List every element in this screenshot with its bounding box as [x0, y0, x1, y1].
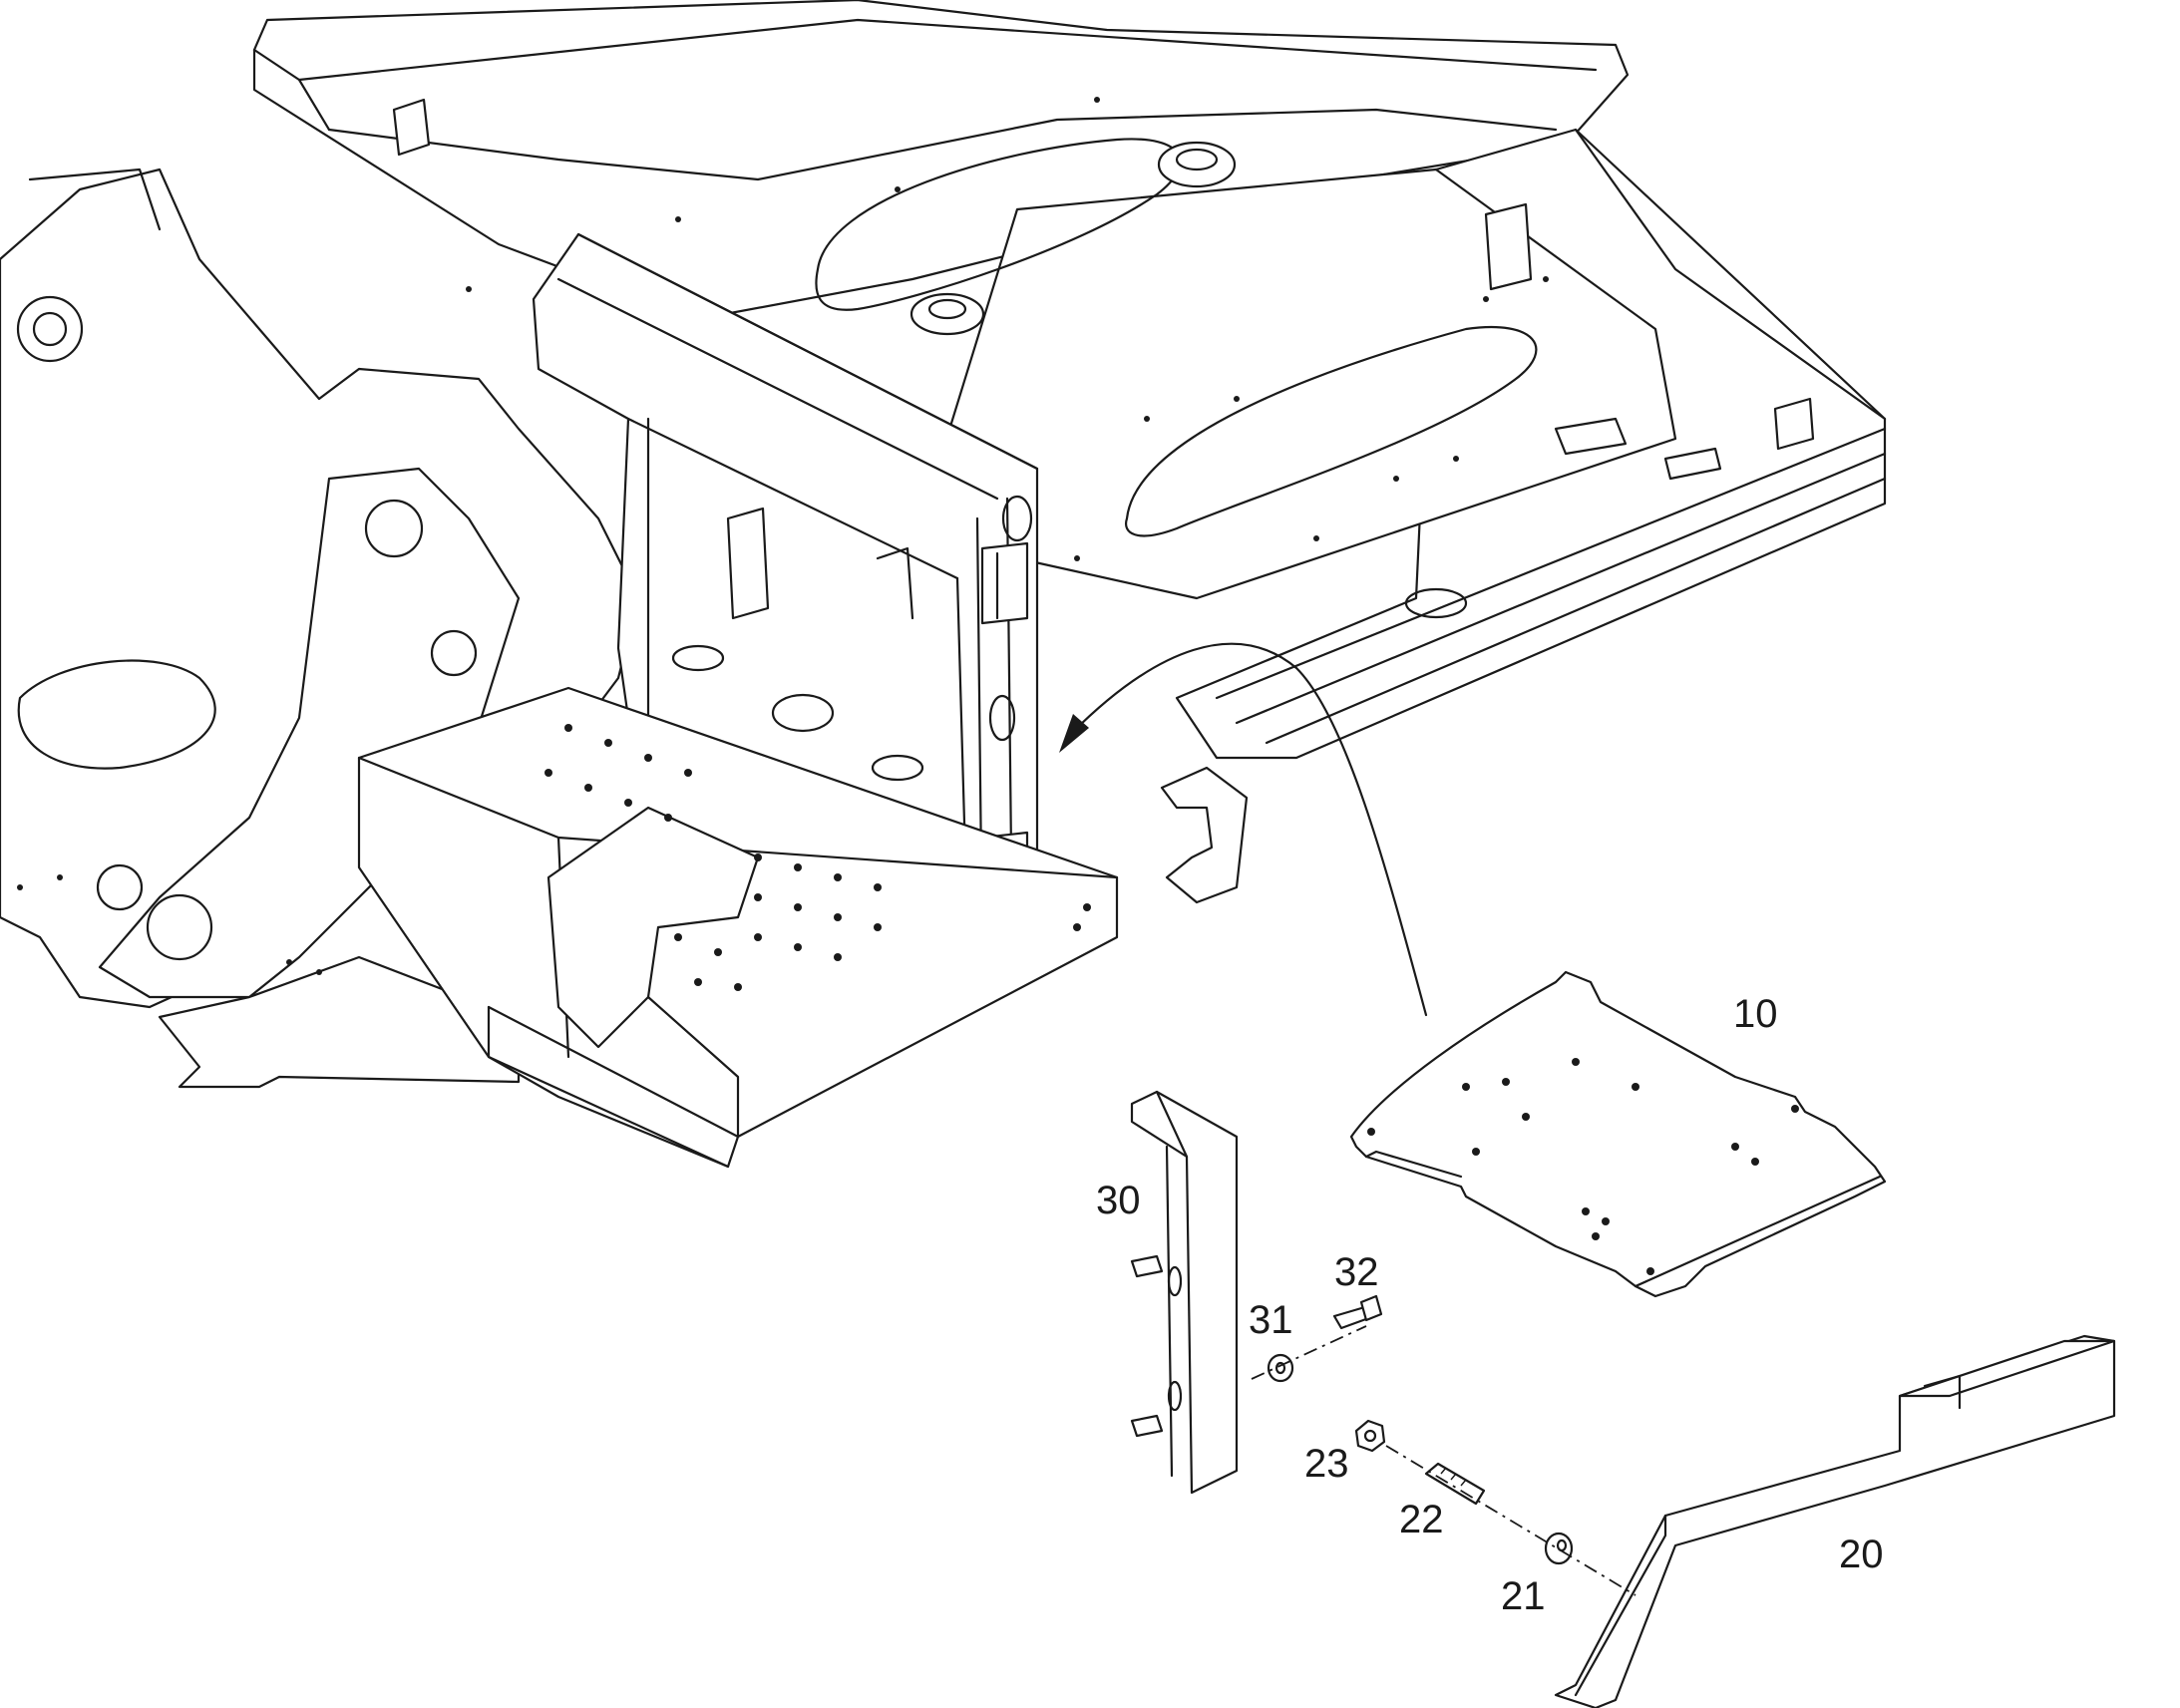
callout-20: 20: [1839, 1533, 1884, 1576]
fastener-axis-lower: [1385, 1445, 1636, 1596]
callout-30: 30: [1096, 1179, 1141, 1222]
part-20-guard-channel: [1554, 1334, 2116, 1708]
callout-23: 23: [1304, 1442, 1349, 1486]
callout-32: 32: [1334, 1250, 1379, 1294]
part-30-vertical-bracket: [1130, 1090, 1239, 1495]
frame-hole-pattern: [17, 97, 1549, 991]
main-frame-assembly: [0, 0, 1887, 1169]
callout-10: 10: [1733, 992, 1778, 1036]
callout-31: 31: [1249, 1298, 1293, 1342]
part-23-nut: [1354, 1419, 1386, 1453]
channel-end-bracket: [1160, 766, 1249, 904]
upper-hinge: [980, 541, 1029, 625]
assembly-direction-arrow: [1059, 642, 1428, 1017]
turntable-base-plate: [158, 955, 521, 1089]
part-10-cover-plate: [1349, 970, 1887, 1298]
engine-mount-right: [1157, 141, 1237, 188]
engine-mount-left: [909, 292, 985, 336]
callout-22: 22: [1399, 1498, 1444, 1541]
part-22-stud: [1424, 1462, 1486, 1506]
part-21-washer: [1544, 1532, 1574, 1565]
fastener-axis-upper: [1251, 1325, 1367, 1380]
part-31-washer: [1267, 1353, 1294, 1383]
part-32-bolt: [1332, 1294, 1383, 1330]
step-platform: [357, 686, 1119, 1169]
callout-21: 21: [1501, 1574, 1546, 1618]
